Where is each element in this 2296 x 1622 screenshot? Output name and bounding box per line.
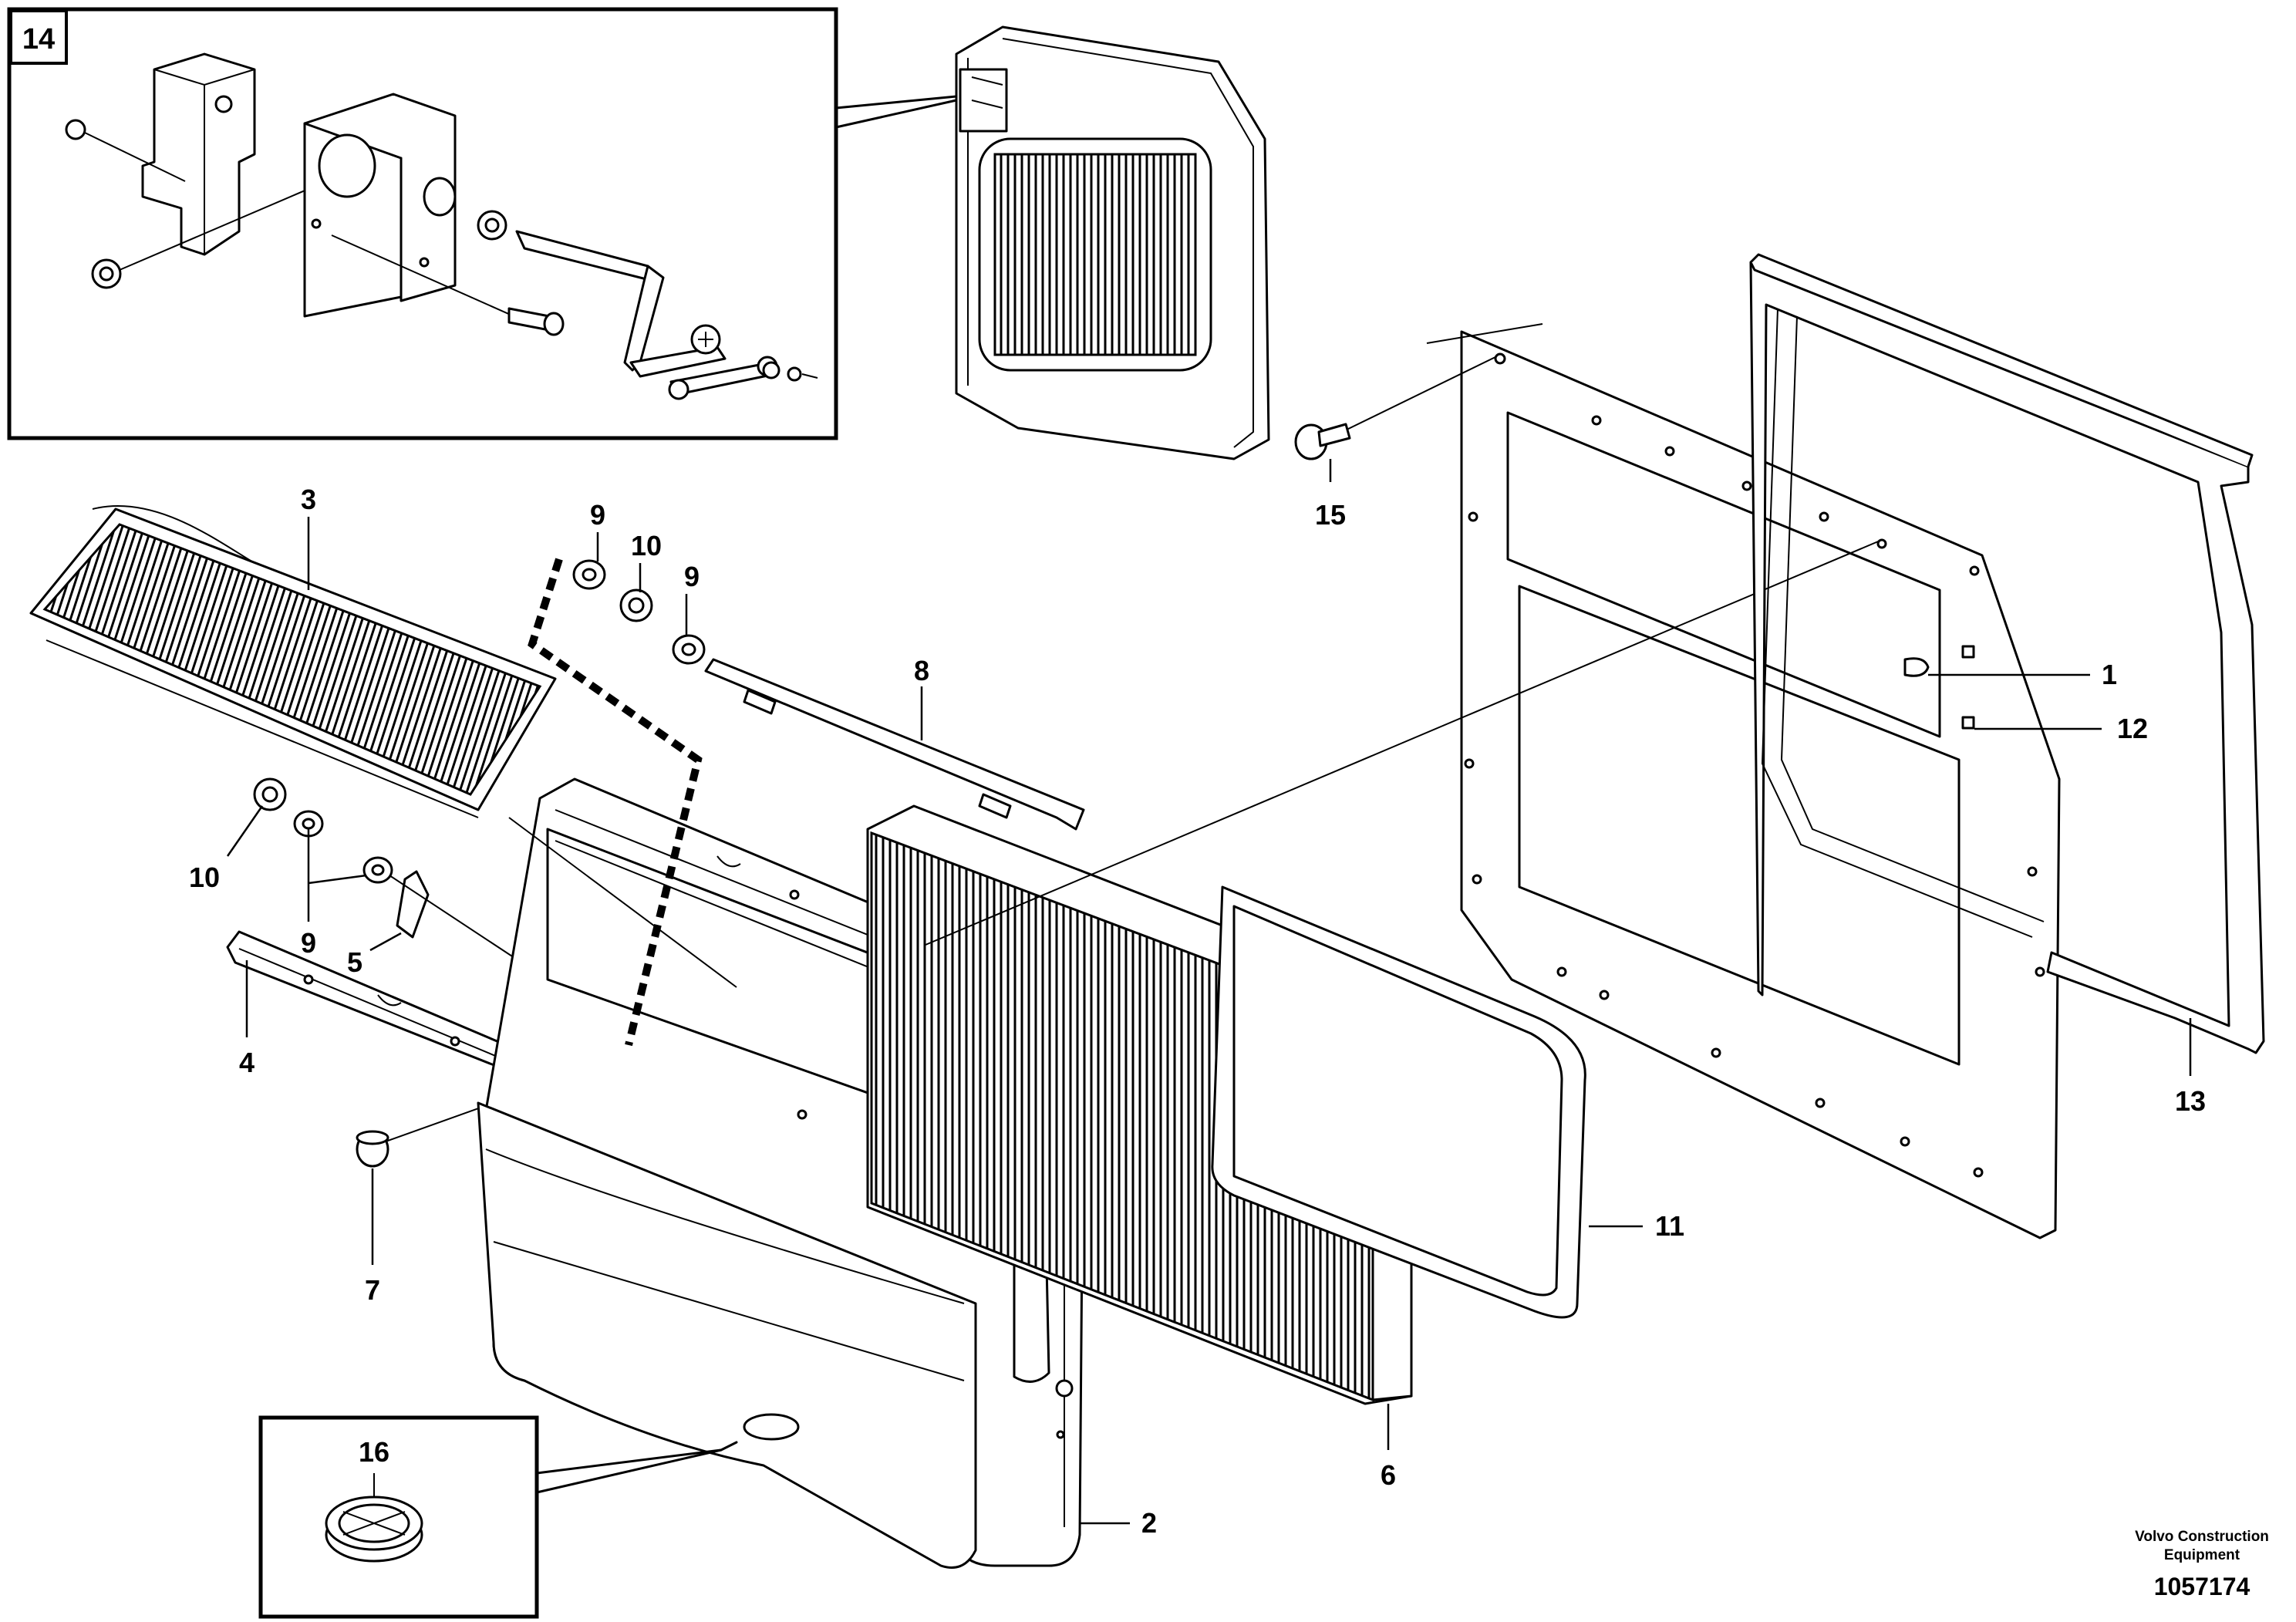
linkage-arm <box>477 210 818 400</box>
callout-8: 8 <box>914 655 929 686</box>
callout-3: 3 <box>301 484 316 515</box>
outer-frame <box>1749 253 2265 1054</box>
dashed-leader <box>528 558 703 1047</box>
inset-14-box: 14 <box>7 7 958 440</box>
screw-15 <box>1294 423 1351 460</box>
mounting-bracket <box>303 93 541 329</box>
document-number: 1057174 <box>2154 1573 2250 1600</box>
callout-1: 1 <box>2102 659 2117 690</box>
damper-motor <box>65 52 417 289</box>
callout-5: 5 <box>347 946 362 978</box>
callout-7: 7 <box>365 1274 380 1306</box>
brand-line-2: Equipment <box>2164 1547 2240 1563</box>
inset-number: 14 <box>22 23 55 56</box>
callout-11: 11 <box>1655 1210 1684 1242</box>
callout-15: 15 <box>1315 499 1346 531</box>
callout-10-top: 10 <box>631 530 662 561</box>
callout-13: 13 <box>2175 1085 2206 1117</box>
inset-bolt <box>507 307 565 336</box>
leader-lines <box>226 459 2192 1525</box>
brand-line-1: Volvo Construction <box>2135 1529 2269 1545</box>
inset-16-box <box>258 1415 738 1619</box>
cab-overview <box>955 25 1270 460</box>
upper-strip <box>572 559 1085 831</box>
callout-4: 4 <box>239 1047 255 1078</box>
footer: Volvo Construction Equipment 1057174 <box>2135 1529 2269 1600</box>
inset-pointer <box>834 95 958 117</box>
callout-9-left: 9 <box>301 927 316 959</box>
callout-6: 6 <box>1381 1459 1396 1491</box>
callout-9-right: 9 <box>684 561 700 592</box>
cabin-air-filter <box>29 505 557 818</box>
callout-2: 2 <box>1141 1507 1157 1539</box>
callout-16: 16 <box>359 1436 389 1468</box>
callout-10-left: 10 <box>189 862 220 893</box>
callout-12: 12 <box>2117 713 2148 744</box>
callouts: 3 9 10 9 8 10 9 5 4 7 15 1 12 13 11 6 2 … <box>189 484 2206 1539</box>
seal-ring <box>1211 885 1586 1319</box>
callout-9-top: 9 <box>590 499 605 531</box>
